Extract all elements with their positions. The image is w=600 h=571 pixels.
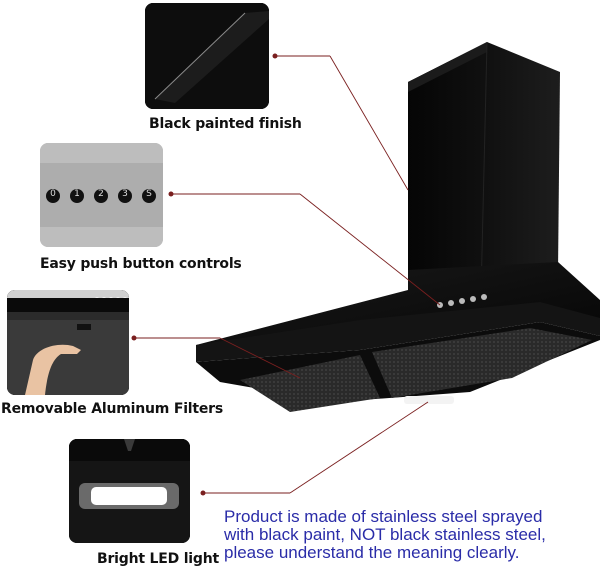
led-thumbnail [69,439,190,543]
leader-lines [134,55,441,494]
feature-label-led: Bright LED light [97,551,219,567]
button-glyph-0: 0 [50,189,56,199]
button-glyph-3: 3 [122,189,128,199]
filters-image [7,290,129,395]
hood-canopy [196,262,600,412]
black-finish-image [145,3,269,109]
push-buttons-thumbnail: 0 1 2 3 S [40,143,163,247]
notice-line-2: with black paint, NOT black stainless st… [224,525,546,544]
button-glyph-4: S [146,189,152,199]
button-glyph-1: 1 [74,189,80,199]
feature-label-filters: Removable Aluminum Filters [1,401,224,417]
led-image [69,439,190,543]
black-finish-thumbnail [145,3,269,109]
filter-left [240,355,380,412]
filter-right [372,328,592,398]
hood-led-light [404,396,454,404]
feature-label-controls: Easy push button controls [40,256,242,272]
notice-line-1: Product is made of stainless steel spray… [224,507,543,526]
feature-label-finish: Black painted finish [149,116,302,132]
leader-dots [131,53,278,496]
button-glyph-2: 2 [98,189,104,199]
filters-thumbnail [7,290,129,395]
push-buttons-image [40,143,163,247]
chimney [408,41,560,296]
notice-line-3: please understand the meaning clearly. [224,543,520,562]
product-notice: Product is made of stainless steel spray… [224,508,546,562]
